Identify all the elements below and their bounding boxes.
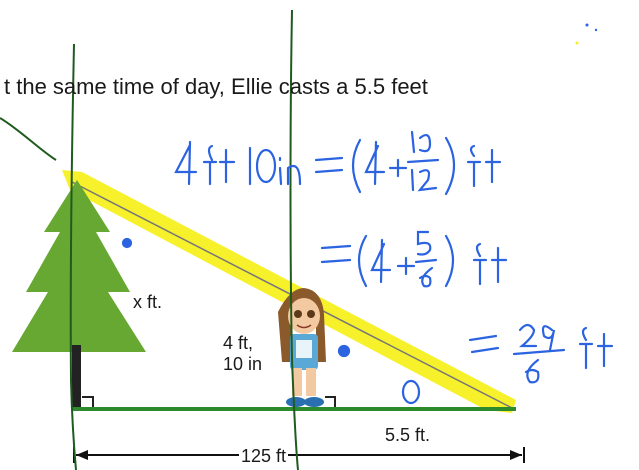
distance-arrow <box>73 447 525 463</box>
ellie-height-label-line2: 10 in <box>223 354 263 374</box>
shadow-length-label: 5.5 ft. <box>385 425 431 445</box>
tree-height-label: x ft. <box>133 292 163 312</box>
ellie-right-angle <box>325 396 336 407</box>
problem-text: t the same time of day, Ellie casts a 5.… <box>4 74 428 99</box>
corner-marks <box>575 23 598 45</box>
handwritten-work <box>121 130 614 405</box>
tree-icon <box>12 180 146 409</box>
tree-right-angle <box>82 396 94 407</box>
pen-marks <box>0 9 299 470</box>
ray-highlight <box>62 170 516 413</box>
ellie-height-label-line1: 4 ft, <box>223 333 254 353</box>
ellie-figure <box>278 288 326 407</box>
distance-label: 125 ft <box>239 446 289 467</box>
